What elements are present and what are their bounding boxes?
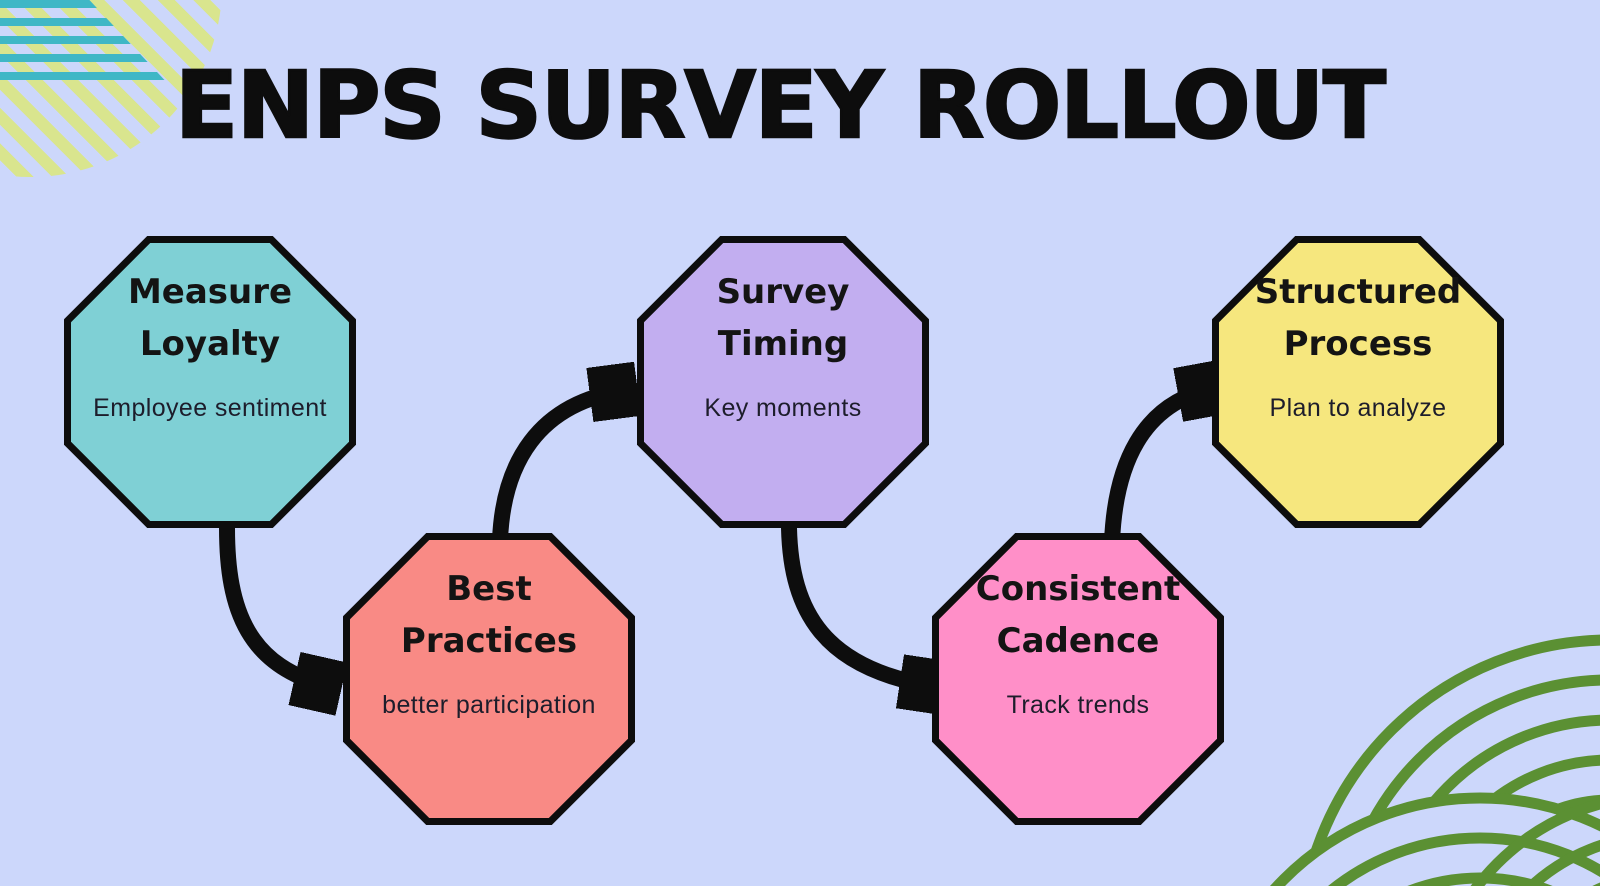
octagon-fill: [350, 540, 628, 818]
step-best-practices: Best Practices better participation: [343, 533, 635, 825]
step-title-line: Consistent: [975, 569, 1181, 609]
step-subtitle: Plan to analyze: [1269, 394, 1447, 422]
octagon-border: [64, 236, 356, 528]
octagon-fill: [939, 540, 1217, 818]
arrow-step3-to-step4: [781, 520, 938, 687]
step-title-line: Loyalty: [139, 324, 281, 364]
step-survey-timing: Survey Timing Key moments: [637, 236, 929, 528]
step-measure-loyalty: Measure Loyalty Employee sentiment: [64, 236, 356, 528]
step-title: Structured Process: [1255, 266, 1462, 370]
step-consistent-cadence: Consistent Cadence Track trends: [932, 533, 1224, 825]
octagon-border: [1212, 236, 1504, 528]
step-title-line: Measure: [127, 272, 293, 312]
octagon-fill: [644, 243, 922, 521]
octagon-border: [932, 533, 1224, 825]
step-title: Survey Timing: [717, 266, 850, 370]
step-title-line: Practices: [400, 621, 578, 661]
octagon-fill: [1219, 243, 1497, 521]
step-structured-process: Structured Process Plan to analyze: [1212, 236, 1504, 528]
octagon-fill: [71, 243, 349, 521]
step-title: Consistent Cadence: [976, 563, 1180, 667]
concentric-arcs-decoration: [1270, 634, 1600, 886]
step-subtitle: better participation: [382, 691, 596, 719]
step-title: Measure Loyalty: [128, 266, 292, 370]
step-title: Best Practices: [401, 563, 577, 667]
arrow-step2-to-step3: [492, 390, 628, 548]
step-title-line: Process: [1283, 324, 1433, 364]
step-title-line: Structured: [1254, 272, 1462, 312]
step-subtitle: Track trends: [1006, 691, 1150, 719]
step-subtitle: Employee sentiment: [93, 394, 327, 422]
arrow-step1-to-step2: [219, 520, 332, 687]
step-title-line: Survey: [716, 272, 850, 312]
arrow-step4-to-step5: [1104, 388, 1216, 550]
step-title-line: Timing: [717, 324, 849, 364]
step-subtitle: Key moments: [704, 394, 862, 422]
octagon-border: [637, 236, 929, 528]
octagon-border: [343, 533, 635, 825]
page-title: ENPS SURVEY ROLLOUT: [174, 51, 1387, 161]
step-title-line: Best: [446, 569, 532, 609]
step-title-line: Cadence: [996, 621, 1160, 661]
